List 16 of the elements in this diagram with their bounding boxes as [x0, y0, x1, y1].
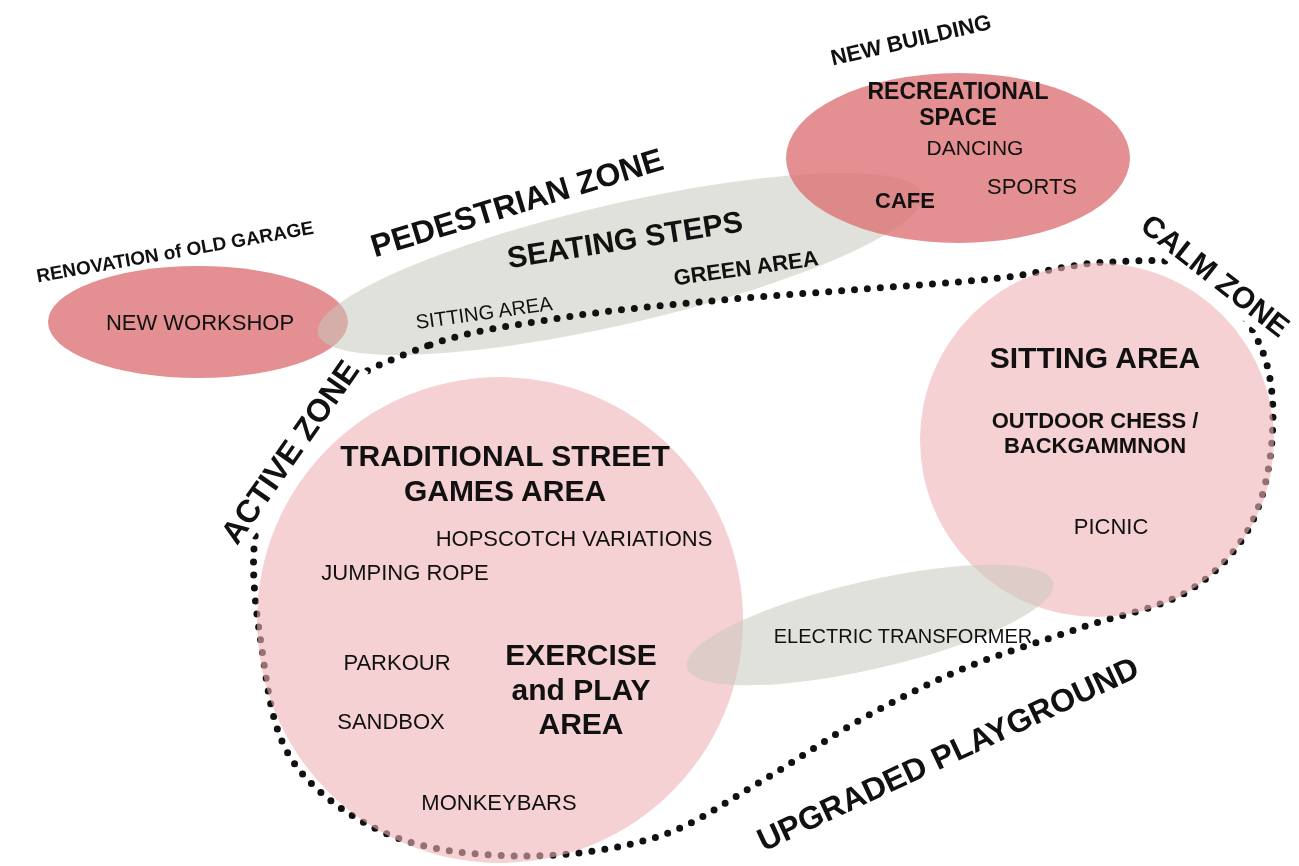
activity-label: ELECTRIC TRANSFORMER [772, 624, 1034, 648]
activity-label: MONKEYBARS [420, 790, 578, 816]
activity-label: SPORTS [985, 174, 1079, 200]
area-heading: RECREATIONAL SPACE [866, 77, 1050, 131]
activity-label: SANDBOX [336, 709, 446, 735]
activity-label: PARKOUR [342, 650, 452, 676]
area-heading: EXERCISE and PLAY AREA [504, 638, 658, 742]
activity-label: DANCING [925, 135, 1025, 161]
area-heading: GREEN AREA [672, 245, 821, 293]
activity-label: JUMPING ROPE [320, 560, 490, 586]
area-heading: OUTDOOR CHESS / BACKGAMMNON [990, 407, 1200, 459]
activity-label: HOPSCOTCH VARIATIONS [434, 526, 714, 552]
area-heading: CAFE [874, 188, 936, 214]
activity-label: NEW WORKSHOP [104, 310, 296, 336]
activity-label: SITTING AREA [413, 291, 555, 335]
activity-label: PICNIC [1072, 514, 1150, 540]
